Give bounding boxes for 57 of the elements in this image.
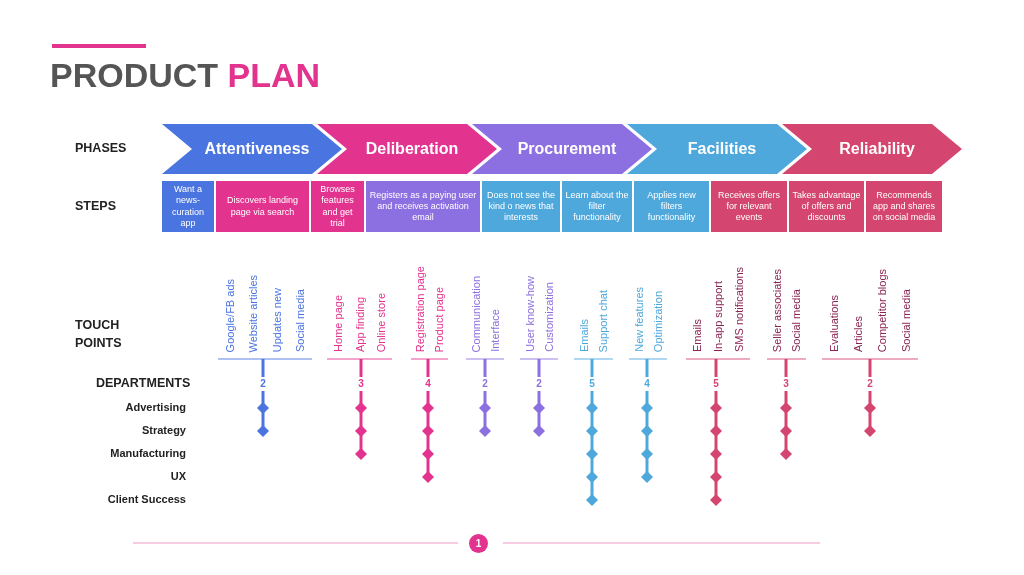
- row-heading: STEPS: [75, 199, 116, 213]
- phase-label: Facilities: [687, 140, 757, 158]
- touch-point-label: New features: [631, 287, 646, 352]
- step-box: Recommends app and shares on social media: [866, 181, 942, 232]
- step-box: Applies new filters functionality: [634, 181, 709, 232]
- step-box: Takes advantage of offers and discounts: [789, 181, 864, 232]
- row-heading: DEPARTMENTS: [96, 376, 191, 390]
- touch-point-label: Registration page: [413, 265, 428, 352]
- touch-point-label: Articles: [851, 315, 865, 352]
- touch-point-label: Competitor blogs: [875, 268, 889, 352]
- step-box: Browses features and get trial: [311, 181, 364, 232]
- phase-band: [162, 124, 342, 174]
- department-label: Strategy: [141, 424, 186, 436]
- phase-band: [472, 124, 652, 174]
- department-label: Advertising: [125, 401, 186, 413]
- phase-band: [317, 124, 497, 174]
- department-label: UX: [170, 470, 186, 482]
- touch-point-label: In-app support: [711, 281, 725, 352]
- touch-point-label: Optimization: [650, 290, 665, 352]
- phase-label: Reliability: [839, 140, 915, 158]
- touch-point-label: Evaluations: [827, 295, 841, 352]
- phase-label: Deliberation: [365, 140, 459, 158]
- touch-point-label: Product page: [431, 286, 446, 352]
- touch-point-label: Seller associates: [769, 268, 784, 352]
- touch-point-label: Online store: [374, 292, 389, 352]
- touch-point-label: Updates new: [269, 287, 284, 352]
- touch-point-label: Emails: [576, 319, 591, 352]
- touch-point-label: User know-how: [522, 276, 537, 352]
- phase-label: Attentiveness: [204, 140, 310, 158]
- touch-point-label: SMS notifications: [732, 267, 747, 352]
- touch-point-label: Customization: [541, 282, 556, 352]
- touch-point-label: Social media: [293, 289, 308, 352]
- touch-point-label: Website articles: [246, 274, 261, 352]
- touch-point-label: Social media: [899, 289, 913, 352]
- step-box: Does not see the kind o news that interests: [482, 181, 560, 232]
- row-heading: PHASES: [75, 141, 127, 155]
- touch-point-label: Home page: [330, 295, 345, 352]
- touch-point-label: Communication: [468, 275, 483, 352]
- phase-band: [627, 124, 807, 174]
- department-label: Client Success: [107, 493, 186, 505]
- step-box: Learn about the filter functionality: [562, 181, 632, 232]
- step-box: Receives offers for relevant events: [711, 181, 787, 232]
- title: PRODUCT PLAN: [50, 56, 321, 95]
- row-heading: TOUCH POINTS: [75, 317, 123, 352]
- touch-point-label: Social media: [789, 289, 804, 352]
- touch-point-label: Support chat: [596, 289, 611, 352]
- page-number-circle: 1: [469, 534, 488, 553]
- phase-band: [782, 124, 962, 174]
- touch-point-label: Emails: [689, 319, 704, 352]
- step-box: Want a news-curation app: [162, 181, 214, 232]
- step-box: Discovers landing page via search: [216, 181, 309, 232]
- touch-point-label: App finding: [352, 296, 367, 352]
- touch-point-label: Interface: [487, 309, 502, 352]
- phase-label: Procurement: [517, 140, 617, 158]
- touch-point-label: Google/FB ads: [222, 278, 237, 352]
- step-box: Registers as a paying user and receives activation email: [366, 181, 480, 232]
- department-label: Manufacturing: [110, 447, 186, 459]
